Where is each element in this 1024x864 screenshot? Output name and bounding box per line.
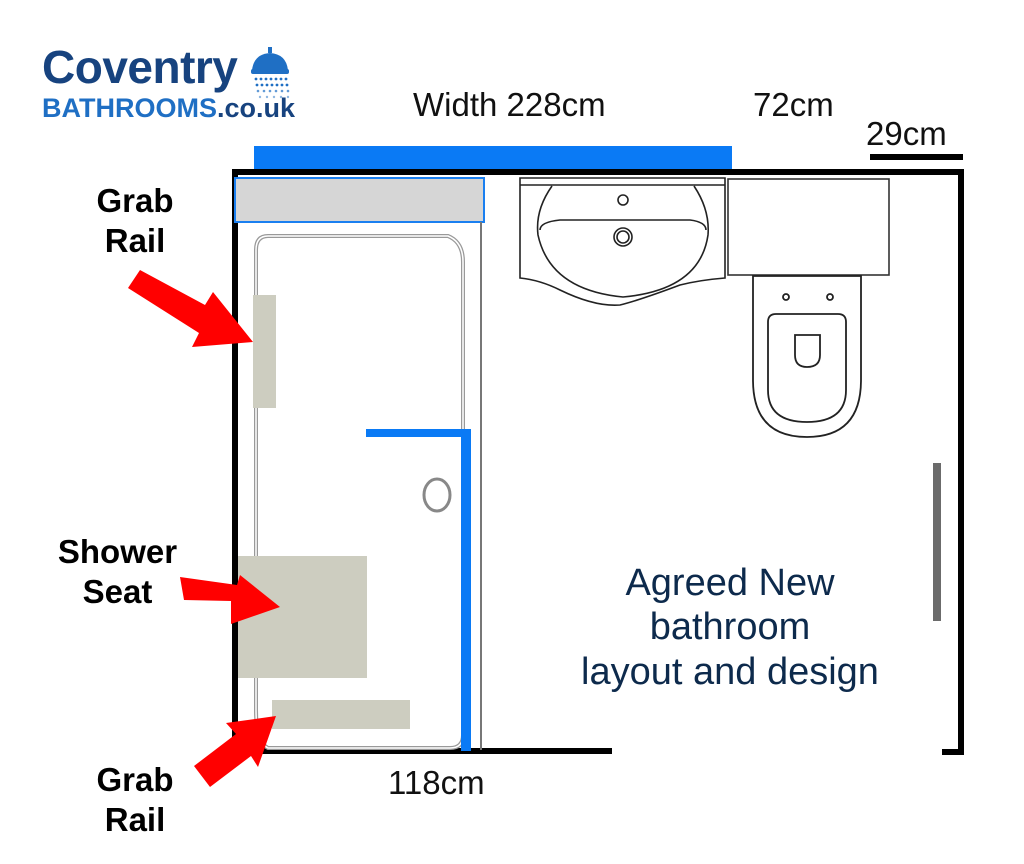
width-dimension: Width 228cm	[413, 86, 606, 123]
callout-grab-rail-upper: Grab Rail	[60, 181, 210, 262]
logo-brand: BATHROOMS	[42, 93, 217, 123]
callout-grab-rail-lower: Grab Rail	[60, 760, 210, 841]
shower-head-icon	[251, 47, 290, 99]
callout-line: Rail	[104, 222, 166, 260]
caption-line: Agreed New	[625, 562, 835, 604]
callout-line: Shower	[57, 533, 178, 570]
layout-caption: Agreed New bathroom layout and design	[520, 561, 940, 694]
toilet	[752, 275, 862, 438]
radiator	[933, 463, 941, 621]
width-marker-bar	[254, 146, 732, 170]
callout-line: Grab	[96, 182, 174, 219]
caption-line: layout and design	[581, 650, 879, 693]
basin-wc-dimension: 72cm	[753, 86, 834, 123]
caption-line: bathroom	[649, 606, 811, 649]
shower-shelf	[234, 177, 485, 223]
return-marker-bar	[870, 154, 963, 160]
logo-subtitle: BATHROOMS.co.uk	[42, 95, 295, 122]
arrow-icons	[128, 270, 280, 787]
shower-drain	[422, 477, 452, 513]
logo-title: Coventry	[42, 41, 238, 93]
walls	[232, 169, 964, 755]
wc-cistern-unit	[727, 178, 890, 276]
arrow-icon	[180, 575, 280, 624]
shower-screen	[366, 429, 471, 751]
arrow-icon	[194, 716, 276, 787]
grab-rail-lower	[272, 700, 410, 729]
shower-seat	[238, 556, 367, 678]
bottom-dimension: 118cm	[388, 764, 485, 801]
basin-vanity	[519, 177, 726, 307]
callout-line: Rail	[104, 801, 166, 839]
callout-shower-seat: Shower Seat	[30, 532, 205, 613]
logo-domain: .co.uk	[217, 93, 296, 123]
grab-rail-upper	[253, 295, 276, 408]
callout-line: Grab	[96, 761, 174, 798]
return-dimension: 29cm	[866, 115, 947, 152]
arrow-icon	[128, 270, 253, 347]
callout-line: Seat	[82, 573, 153, 611]
